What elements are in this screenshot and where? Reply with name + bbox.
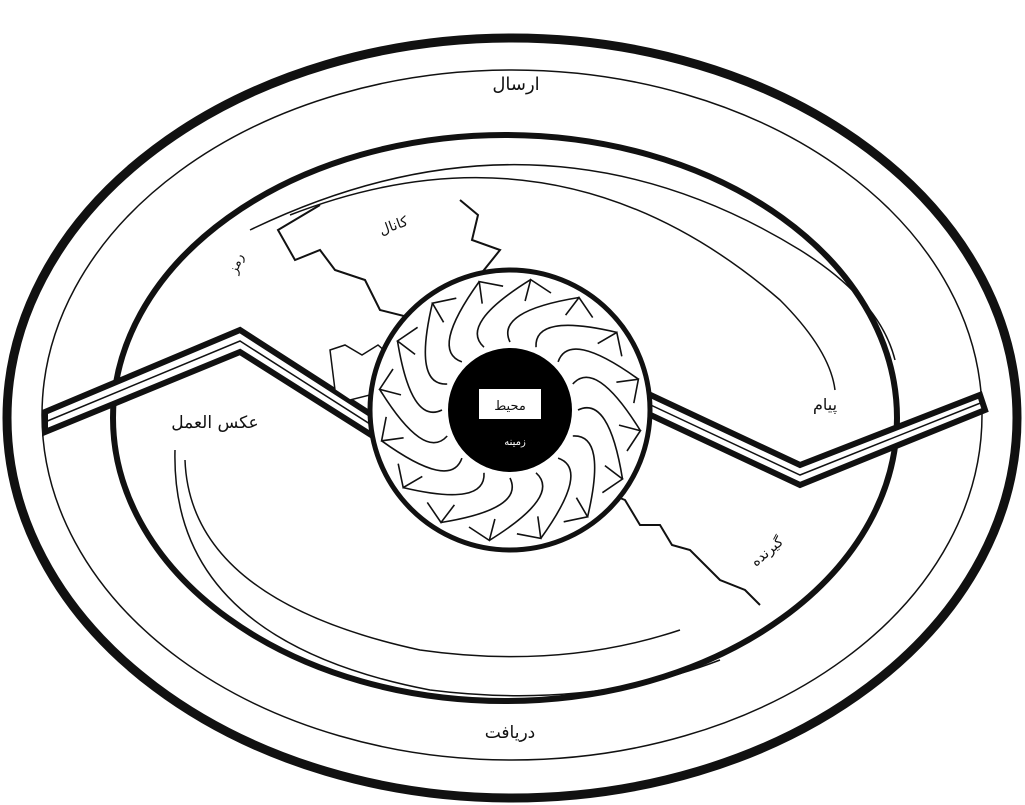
label-upper-channel: کانال xyxy=(377,214,410,239)
lower-jagged-divider xyxy=(600,490,760,605)
label-left: عکس العمل xyxy=(171,413,258,433)
label-top: ارسال xyxy=(492,74,539,95)
label-upper-encoder: رمز xyxy=(226,252,247,277)
label-right: پیام xyxy=(813,395,837,415)
center-sub-label: زمینه xyxy=(504,437,526,448)
center-box-label: محیط xyxy=(494,399,526,414)
label-bottom: دریافت xyxy=(485,723,536,743)
label-lower-decoder: گیرنده xyxy=(747,533,787,570)
